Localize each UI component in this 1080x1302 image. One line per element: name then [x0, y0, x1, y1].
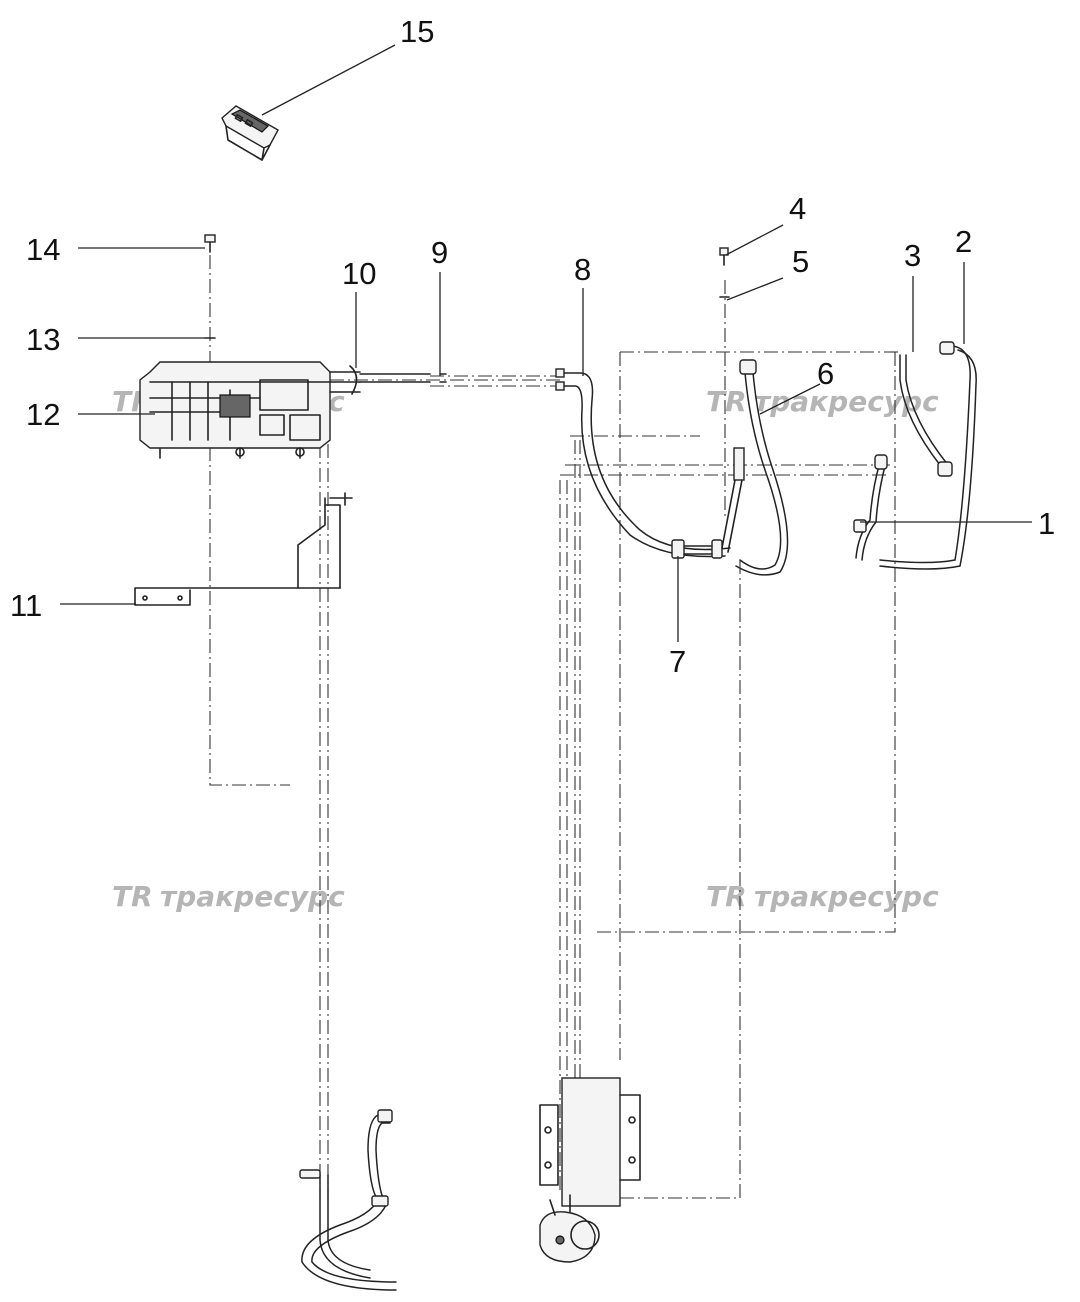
- callout-15: 15: [400, 14, 434, 49]
- hose-3: [899, 354, 953, 477]
- leader-lines: [60, 44, 1032, 642]
- bolt-14: [204, 234, 216, 253]
- callout-4: 4: [789, 191, 806, 226]
- callout-9: 9: [431, 235, 448, 270]
- lower-hose-assembly: [299, 1109, 397, 1291]
- hose-stubs-9-10: [359, 373, 447, 383]
- hose-1: [853, 454, 888, 561]
- watermark-logo: TR: [706, 880, 747, 913]
- hose-8: [555, 368, 731, 558]
- hose-6: [735, 359, 789, 576]
- watermark-logo: TR: [706, 385, 747, 418]
- condenser-compressor: [539, 1077, 641, 1263]
- callout-14: 14: [26, 232, 60, 267]
- callout-5: 5: [792, 244, 809, 279]
- watermark-logo: TR: [112, 880, 153, 913]
- callout-1: 1: [1038, 506, 1055, 541]
- callout-3: 3: [904, 238, 921, 273]
- callout-2: 2: [955, 224, 972, 259]
- callout-10: 10: [342, 256, 376, 291]
- control-panel: [221, 105, 279, 161]
- valve-7: [671, 447, 745, 559]
- watermark-text: тракресурс: [754, 880, 939, 913]
- hose-2: [879, 341, 977, 570]
- callouts: 1 2 3 4 5 6 7 8 9 10 11 12 13 14 15: [10, 14, 1055, 679]
- hvac-unit: [139, 361, 361, 459]
- watermark-bottom-left: TR тракресурс: [112, 880, 345, 913]
- callout-11: 11: [10, 588, 42, 623]
- callout-8: 8: [574, 252, 591, 287]
- bolt-4: [719, 247, 729, 266]
- assembly-lines: [209, 255, 900, 1200]
- callout-7: 7: [669, 644, 686, 679]
- callout-13: 13: [26, 322, 60, 357]
- watermark-bottom-right: TR тракресурс: [706, 880, 939, 913]
- bracket-11: [134, 492, 353, 606]
- watermark-text: тракресурс: [160, 880, 345, 913]
- callout-6: 6: [817, 356, 834, 391]
- callout-12: 12: [26, 397, 60, 432]
